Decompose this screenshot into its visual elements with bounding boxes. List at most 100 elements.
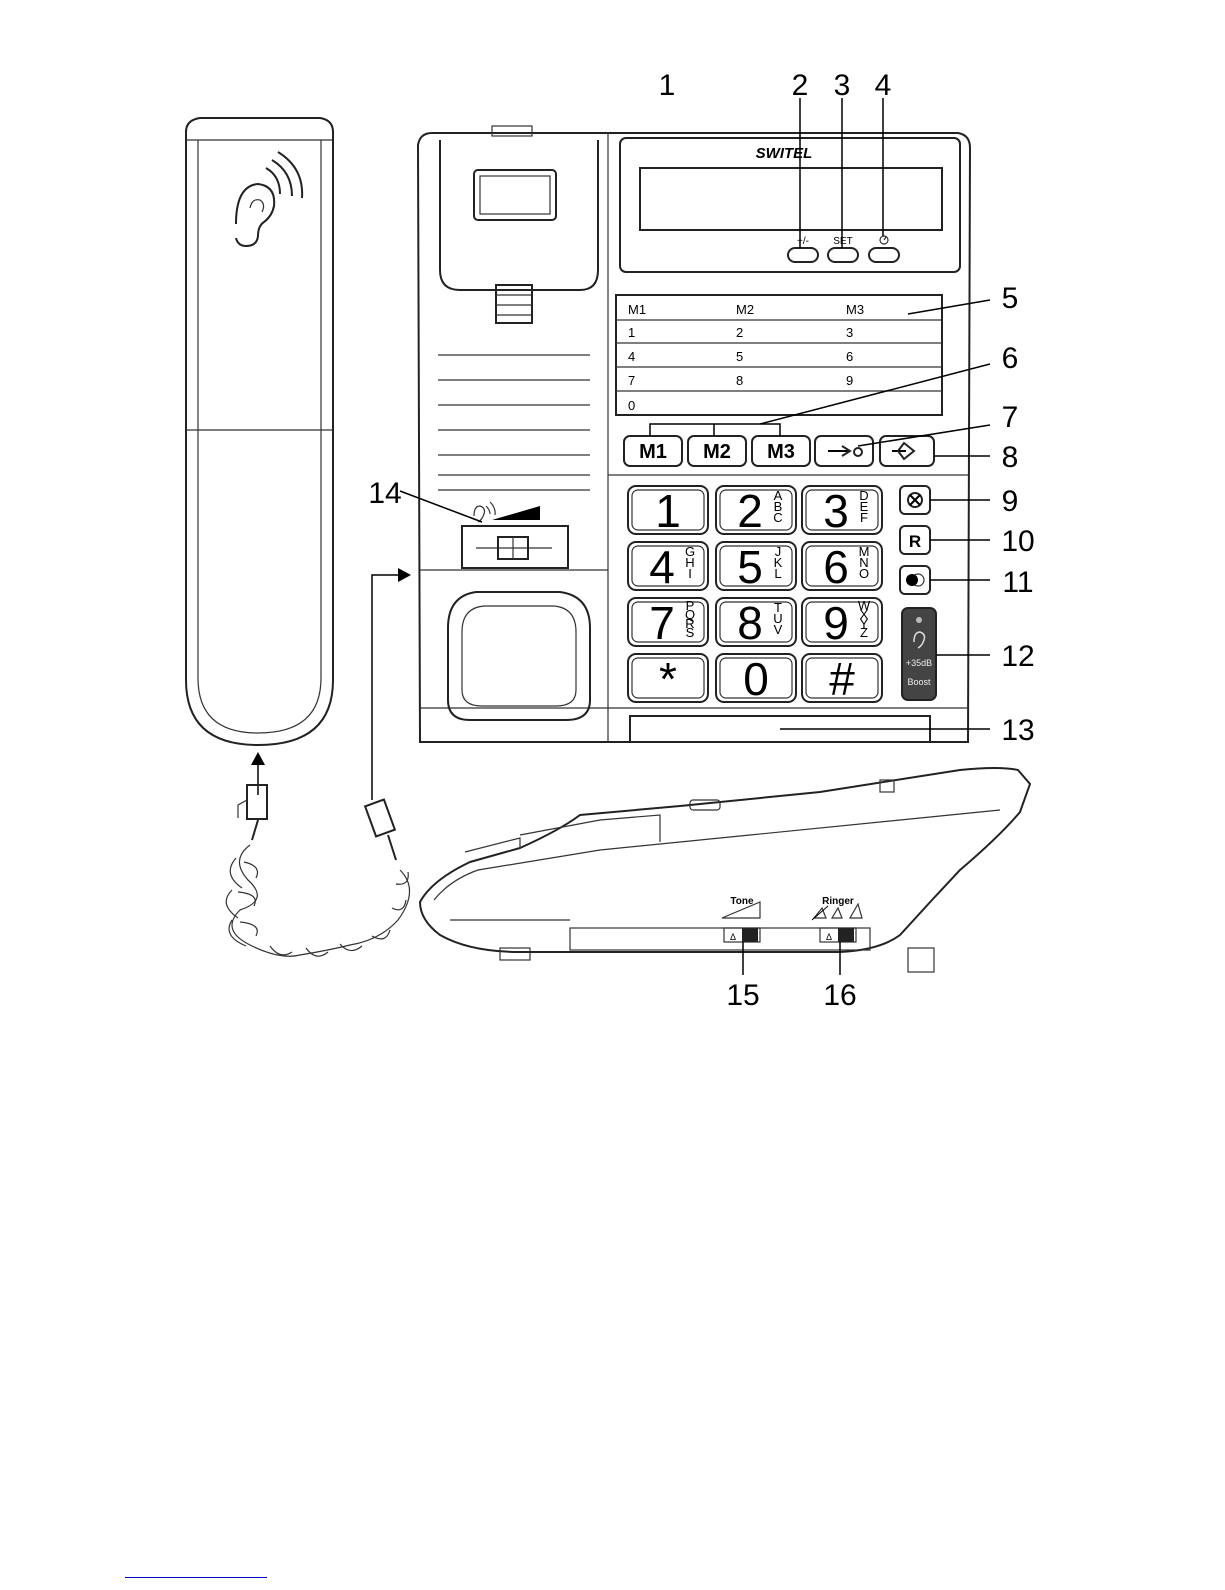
- svg-text:F: F: [860, 510, 868, 525]
- key-8[interactable]: 8 TUV: [716, 597, 796, 649]
- tone-label: Tone: [730, 896, 754, 907]
- callout-7: 7: [1002, 401, 1019, 434]
- plus-minus-label: +/-: [797, 236, 809, 247]
- key-digit: 0: [743, 653, 769, 705]
- memory-key-label: M3: [767, 441, 795, 463]
- mute-icon: [908, 493, 922, 507]
- memory-card-header: M3: [846, 302, 864, 317]
- callout-9: 9: [1002, 485, 1019, 518]
- callout-13: 13: [1001, 714, 1034, 747]
- clock-icon: [880, 236, 888, 244]
- tone-switch[interactable]: Δ: [724, 928, 760, 942]
- redial-icon: [828, 446, 862, 456]
- boost-label: Boost: [907, 677, 931, 687]
- coiled-cord: [226, 752, 409, 956]
- memory-key-m1[interactable]: M1: [624, 436, 682, 466]
- ringer-switch[interactable]: Δ: [820, 928, 856, 942]
- callout-14: 14: [368, 477, 401, 510]
- ringer-label: Ringer: [822, 896, 854, 907]
- key-digit: 8: [737, 597, 763, 649]
- handset-rest: [448, 592, 590, 720]
- mute-button[interactable]: [900, 486, 930, 514]
- callout-12: 12: [1001, 640, 1034, 673]
- callout-10: 10: [1001, 525, 1034, 558]
- memory-card-entry: 9: [846, 373, 853, 388]
- boost-led: [916, 617, 922, 623]
- key-star[interactable]: *: [628, 653, 708, 705]
- memory-card-header: M1: [628, 302, 646, 317]
- recall-label: R: [909, 532, 921, 551]
- callout-3: 3: [834, 69, 851, 102]
- handset-volume-slider[interactable]: [462, 502, 568, 568]
- svg-text:Z: Z: [860, 625, 868, 640]
- callout-5: 5: [1002, 282, 1019, 315]
- volume-wedge-icon: [492, 506, 540, 520]
- key-letters: DEF: [859, 488, 868, 525]
- key-digit: 9: [823, 597, 849, 649]
- memory-card-entry: 7: [628, 373, 635, 388]
- speaker-button[interactable]: [900, 566, 930, 594]
- memory-keys: M1 M2 M3: [624, 436, 810, 466]
- memory-key-label: M1: [639, 441, 667, 463]
- key-digit: 4: [649, 541, 675, 593]
- handset-plug: [238, 785, 267, 819]
- key-1[interactable]: 1: [628, 485, 708, 537]
- key-letters: TUV: [773, 600, 782, 637]
- key-digit: 2: [737, 485, 763, 537]
- speaker-icon: [906, 574, 924, 586]
- key-5[interactable]: 5 JKL: [716, 541, 796, 593]
- boost-button[interactable]: +35dB Boost: [902, 608, 936, 700]
- memory-card-entry: 8: [736, 373, 743, 388]
- callout-11: 11: [1002, 566, 1033, 599]
- memory-key-m3[interactable]: M3: [752, 436, 810, 466]
- set-button[interactable]: [828, 248, 858, 262]
- key-digit: 1: [655, 485, 681, 537]
- svg-text:S: S: [686, 625, 695, 640]
- recall-button[interactable]: R: [900, 526, 930, 554]
- key-digit: 6: [823, 541, 849, 593]
- memory-card-entry: 2: [736, 325, 743, 340]
- memory-card-header: M2: [736, 302, 754, 317]
- set-label: SET: [833, 236, 852, 247]
- redial-button[interactable]: [815, 436, 873, 466]
- memory-card-entry: 4: [628, 349, 635, 364]
- svg-text:C: C: [773, 510, 782, 525]
- side-view: Tone Δ Ringer Δ: [420, 768, 1030, 972]
- memory-card-entry: 5: [736, 349, 743, 364]
- svg-text:O: O: [859, 566, 869, 581]
- ear-icon: [236, 152, 302, 246]
- key-letters: JKL: [774, 544, 783, 581]
- memory-card: M1M2M31234567890: [616, 295, 942, 415]
- key-hash[interactable]: #: [802, 653, 882, 705]
- clock-button[interactable]: [869, 248, 899, 262]
- key-digit: *: [659, 653, 677, 705]
- svg-text:L: L: [774, 566, 781, 581]
- display-buttons: +/- SET: [788, 236, 899, 262]
- memory-card-entry: 6: [846, 349, 853, 364]
- callout-6: 6: [1002, 342, 1019, 375]
- lcd-display: SWITEL: [620, 138, 960, 272]
- memory-key-m2[interactable]: M2: [688, 436, 746, 466]
- callout-16: 16: [823, 979, 856, 1012]
- plus-minus-button[interactable]: [788, 248, 818, 262]
- key-digit: 5: [737, 541, 763, 593]
- key-6[interactable]: 6 MNO: [802, 541, 882, 593]
- callout-1: 1: [659, 69, 676, 102]
- svg-text:I: I: [688, 566, 692, 581]
- callout-15: 15: [726, 979, 759, 1012]
- memory-card-entry: 0: [628, 398, 635, 413]
- tone-switch-mark: Δ: [730, 932, 736, 942]
- callout-2: 2: [792, 69, 809, 102]
- base-plug: [365, 800, 395, 837]
- key-letters: MNO: [859, 544, 870, 581]
- key-0[interactable]: 0: [716, 653, 796, 705]
